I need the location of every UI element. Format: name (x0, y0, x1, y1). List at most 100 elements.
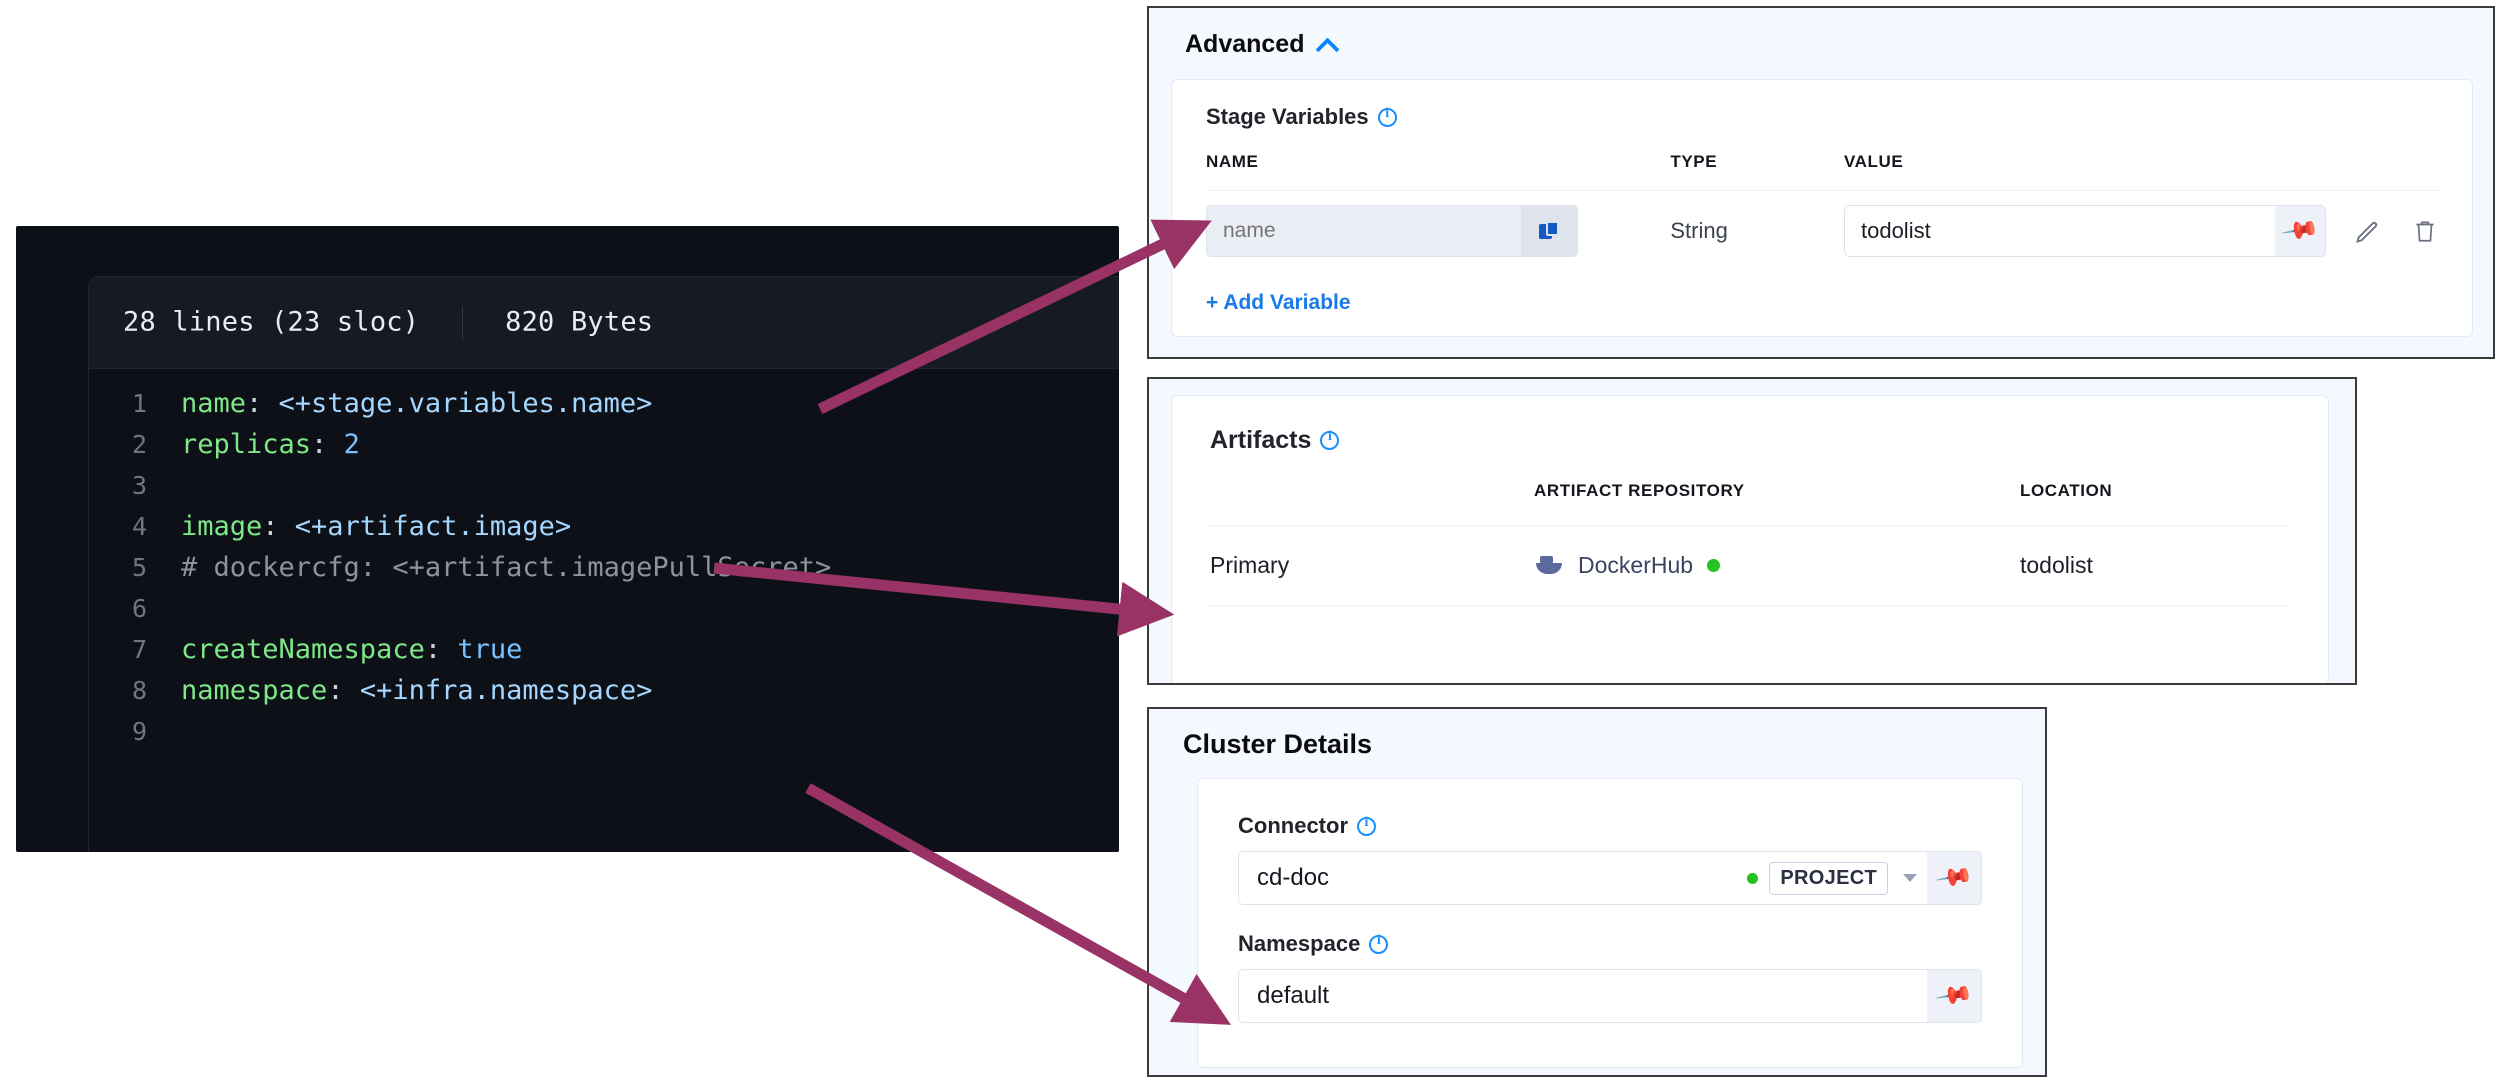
cluster-details-card: Connector cd-doc PROJECT 📌 Namespace (1197, 778, 2023, 1068)
pin-button[interactable]: 📌 (1927, 970, 1981, 1022)
artifact-repository-cell: DockerHub (1534, 525, 2020, 606)
column-header-value: VALUE (1843, 152, 1904, 171)
code-lines-container[interactable]: 1 name: <+stage.variables.name> 2 replicas:… (89, 369, 1119, 752)
table-row: Primary DockerHub todolist (1210, 525, 2290, 606)
variable-name-field[interactable] (1206, 205, 1578, 257)
namespace-label: Namespace (1238, 931, 1361, 956)
info-icon[interactable] (1320, 429, 1340, 450)
advanced-title: Advanced (1185, 30, 1305, 58)
artifact-repository-name[interactable]: DockerHub (1578, 552, 1694, 578)
code-viewer-panel: 28 lines (23 sloc) 820 Bytes 1 name: <+st… (16, 226, 1119, 852)
copy-button[interactable] (1521, 206, 1577, 256)
pencil-icon[interactable] (2354, 217, 2382, 245)
code-line: 3 (89, 465, 1119, 506)
namespace-label-row: Namespace (1238, 931, 1982, 957)
cluster-details-panel: Cluster Details Connector cd-doc PROJECT… (1147, 707, 2047, 1077)
column-header-name: NAME (1206, 152, 1259, 171)
artifacts-label-row: Artifacts (1210, 426, 2290, 455)
variable-name-input[interactable] (1207, 206, 1521, 256)
code-line-text: replicas: 2 (181, 429, 360, 460)
advanced-header[interactable]: Advanced (1149, 30, 2493, 59)
status-dot-icon (1747, 872, 1759, 884)
code-line-number: 3 (131, 471, 147, 500)
connector-label: Connector (1238, 813, 1348, 838)
code-file-card: 28 lines (23 sloc) 820 Bytes 1 name: <+st… (88, 276, 1119, 852)
variable-value-field[interactable]: 📌 (1843, 205, 2326, 257)
table-row: String 📌 (1206, 190, 2438, 271)
code-line-number: 9 (131, 717, 147, 746)
code-meta-divider (461, 305, 463, 340)
pin-button[interactable]: 📌 (2274, 206, 2325, 256)
table-header-row: ARTIFACT REPOSITORY LOCATION (1210, 481, 2290, 526)
namespace-field[interactable]: default 📌 (1238, 969, 1982, 1023)
variable-row-actions (2326, 217, 2438, 245)
cluster-details-body: Cluster Details Connector cd-doc PROJECT… (1149, 709, 2045, 1075)
code-line-number: 4 (131, 512, 147, 541)
code-line: 7 createNamespace: true (89, 629, 1119, 670)
pin-icon: 📌 (1934, 975, 1975, 1016)
artifacts-card: Artifacts ARTIFACT REPOSITORY LOCATION P… (1171, 395, 2329, 683)
code-line: 9 (89, 711, 1119, 752)
info-icon[interactable] (1377, 106, 1397, 127)
artifacts-table: ARTIFACT REPOSITORY LOCATION Primary Doc… (1210, 481, 2290, 606)
info-icon[interactable] (1357, 815, 1376, 836)
scope-badge: PROJECT (1769, 861, 1888, 895)
add-variable-button[interactable]: + Add Variable (1206, 291, 1351, 314)
code-line-text: namespace: <+infra.namespace> (181, 675, 653, 706)
code-file-meta: 28 lines (23 sloc) 820 Bytes (123, 305, 654, 340)
chevron-down-icon[interactable] (1903, 874, 1917, 882)
pin-icon: 📌 (1934, 857, 1975, 898)
artifact-kind-cell: Primary (1210, 525, 1534, 606)
stage-variables-label-row: Stage Variables (1206, 104, 2438, 130)
variable-name-cell (1206, 190, 1671, 271)
code-line-number: 5 (131, 553, 147, 582)
connector-label-row: Connector (1238, 813, 1982, 839)
variable-type-cell: String (1670, 190, 1844, 271)
code-line: 6 (89, 588, 1119, 629)
connector-value[interactable]: cd-doc (1257, 864, 1330, 891)
pin-icon: 📌 (2280, 210, 2321, 251)
docker-whale-icon (1534, 555, 1564, 577)
status-dot-icon (1707, 559, 1721, 572)
pin-button[interactable]: 📌 (1927, 852, 1981, 904)
chevron-up-icon[interactable] (1318, 35, 1338, 55)
table-header-row: NAME TYPE VALUE (1206, 152, 2438, 191)
column-header-kind (1210, 481, 1534, 526)
code-line-number: 8 (131, 676, 147, 705)
column-header-artifact-repository: ARTIFACT REPOSITORY (1534, 481, 1745, 500)
code-line-number: 7 (131, 635, 147, 664)
artifacts-section-panel: Artifacts ARTIFACT REPOSITORY LOCATION P… (1147, 377, 2357, 685)
column-header-location: LOCATION (2020, 481, 2113, 500)
stage-variables-card: Stage Variables NAME TYPE VALUE (1171, 79, 2473, 337)
code-line-text: createNamespace: true (181, 634, 523, 665)
code-line-number: 1 (131, 389, 147, 418)
artifact-location-cell: todolist (2020, 525, 2290, 606)
advanced-section-panel: Advanced Stage Variables NAME TYPE VALUE (1147, 6, 2495, 359)
connector-scope: PROJECT (1747, 852, 1927, 904)
artifacts-label: Artifacts (1210, 426, 1312, 454)
connector-field[interactable]: cd-doc PROJECT 📌 (1238, 851, 1982, 905)
code-line-text: # dockercfg: <+artifact.imagePullSecret> (181, 552, 832, 583)
namespace-value[interactable]: default (1257, 982, 1330, 1009)
stage-variables-label: Stage Variables (1206, 104, 1369, 129)
advanced-section-body: Advanced Stage Variables NAME TYPE VALUE (1149, 8, 2493, 357)
code-line-number: 6 (131, 594, 147, 623)
column-header-type: TYPE (1670, 152, 1718, 171)
variable-value-cell: 📌 (1843, 190, 2438, 271)
cluster-details-title: Cluster Details (1183, 729, 1373, 759)
stage-variables-table: NAME TYPE VALUE (1206, 152, 2438, 271)
code-line-text: image: <+artifact.image> (181, 511, 572, 542)
code-line: 4 image: <+artifact.image> (89, 506, 1119, 547)
copy-icon (1539, 221, 1559, 241)
code-line-count: 28 lines (23 sloc) (123, 306, 420, 337)
code-line-number: 2 (131, 430, 147, 459)
code-file-size: 820 Bytes (505, 306, 654, 337)
info-icon[interactable] (1369, 933, 1389, 954)
code-file-header: 28 lines (23 sloc) 820 Bytes (89, 277, 1119, 369)
code-line: 8 namespace: <+infra.namespace> (89, 670, 1119, 711)
code-line: 1 name: <+stage.variables.name> (89, 383, 1119, 424)
trash-icon[interactable] (2412, 217, 2438, 245)
artifacts-section-body: Artifacts ARTIFACT REPOSITORY LOCATION P… (1149, 379, 2355, 683)
code-line-text: name: <+stage.variables.name> (181, 388, 653, 419)
variable-value-input[interactable] (1844, 206, 2275, 256)
